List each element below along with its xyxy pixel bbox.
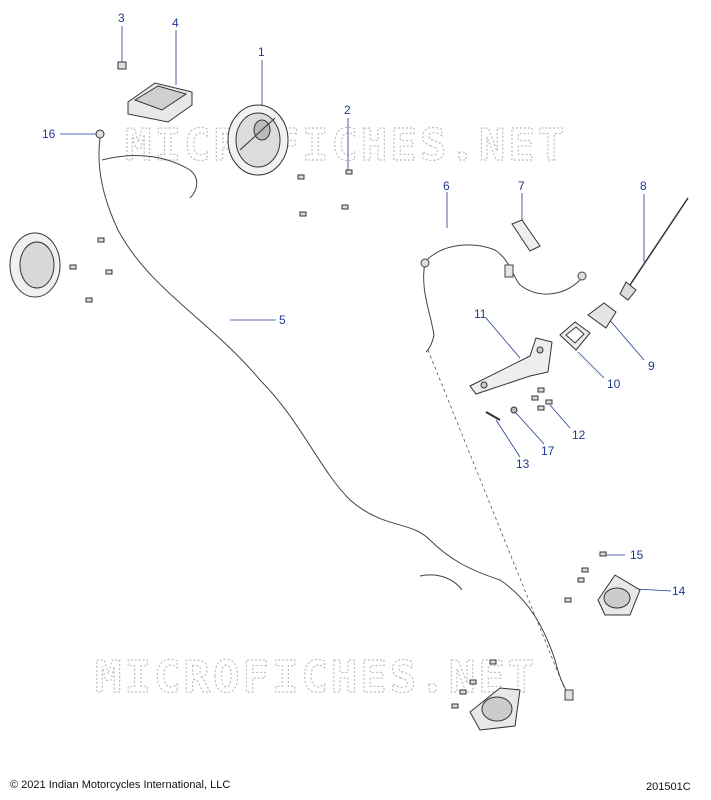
callout-6: 6 <box>443 179 450 193</box>
callout-2: 2 <box>344 103 351 117</box>
watermark-top: MICROFICHES.NET <box>125 120 567 171</box>
screws-part-2 <box>297 169 353 217</box>
speaker-left <box>9 232 113 303</box>
callout-4: 4 <box>172 16 179 30</box>
antenna-mast-part-8 <box>619 197 689 301</box>
callout-12: 12 <box>572 428 586 442</box>
callout-17: 17 <box>541 444 555 458</box>
callout-5: 5 <box>279 313 286 327</box>
connector-part-16 <box>95 129 105 139</box>
harness-part-5 <box>98 137 574 701</box>
callout-8: 8 <box>640 179 647 193</box>
gasket-part-10 <box>559 321 591 351</box>
bracket-part-11 <box>469 337 553 395</box>
callout-10: 10 <box>607 377 621 391</box>
callout-1: 1 <box>258 45 265 59</box>
routing-dashed-line <box>427 349 566 691</box>
leader-lines <box>60 26 672 592</box>
screws-part-12 <box>531 387 553 411</box>
callout-3: 3 <box>118 11 125 25</box>
sleeve-part-7 <box>511 219 541 252</box>
callout-13: 13 <box>516 457 530 471</box>
callout-7: 7 <box>518 179 525 193</box>
screw-part-3 <box>117 61 127 70</box>
antenna-cable-part-6 <box>420 244 587 353</box>
callout-14: 14 <box>672 584 686 598</box>
callout-11: 11 <box>474 307 487 321</box>
amplifier-part-4 <box>127 82 193 123</box>
speaker-part-14 <box>597 574 641 616</box>
watermark-bottom: MICROFICHES.NET <box>95 652 537 703</box>
screws-part-15 <box>564 551 607 603</box>
antenna-base-part-9 <box>587 302 617 329</box>
bolt-part-13 <box>485 411 501 421</box>
callout-9: 9 <box>648 359 655 373</box>
speaker-part-1 <box>227 104 289 176</box>
speaker-bottom <box>451 659 521 731</box>
callout-15: 15 <box>630 548 644 562</box>
callout-16: 16 <box>42 127 56 141</box>
nut-part-17 <box>510 406 518 414</box>
copyright-text: © 2021 Indian Motorcycles International,… <box>10 779 231 791</box>
figure-id: 201501C <box>646 781 691 793</box>
